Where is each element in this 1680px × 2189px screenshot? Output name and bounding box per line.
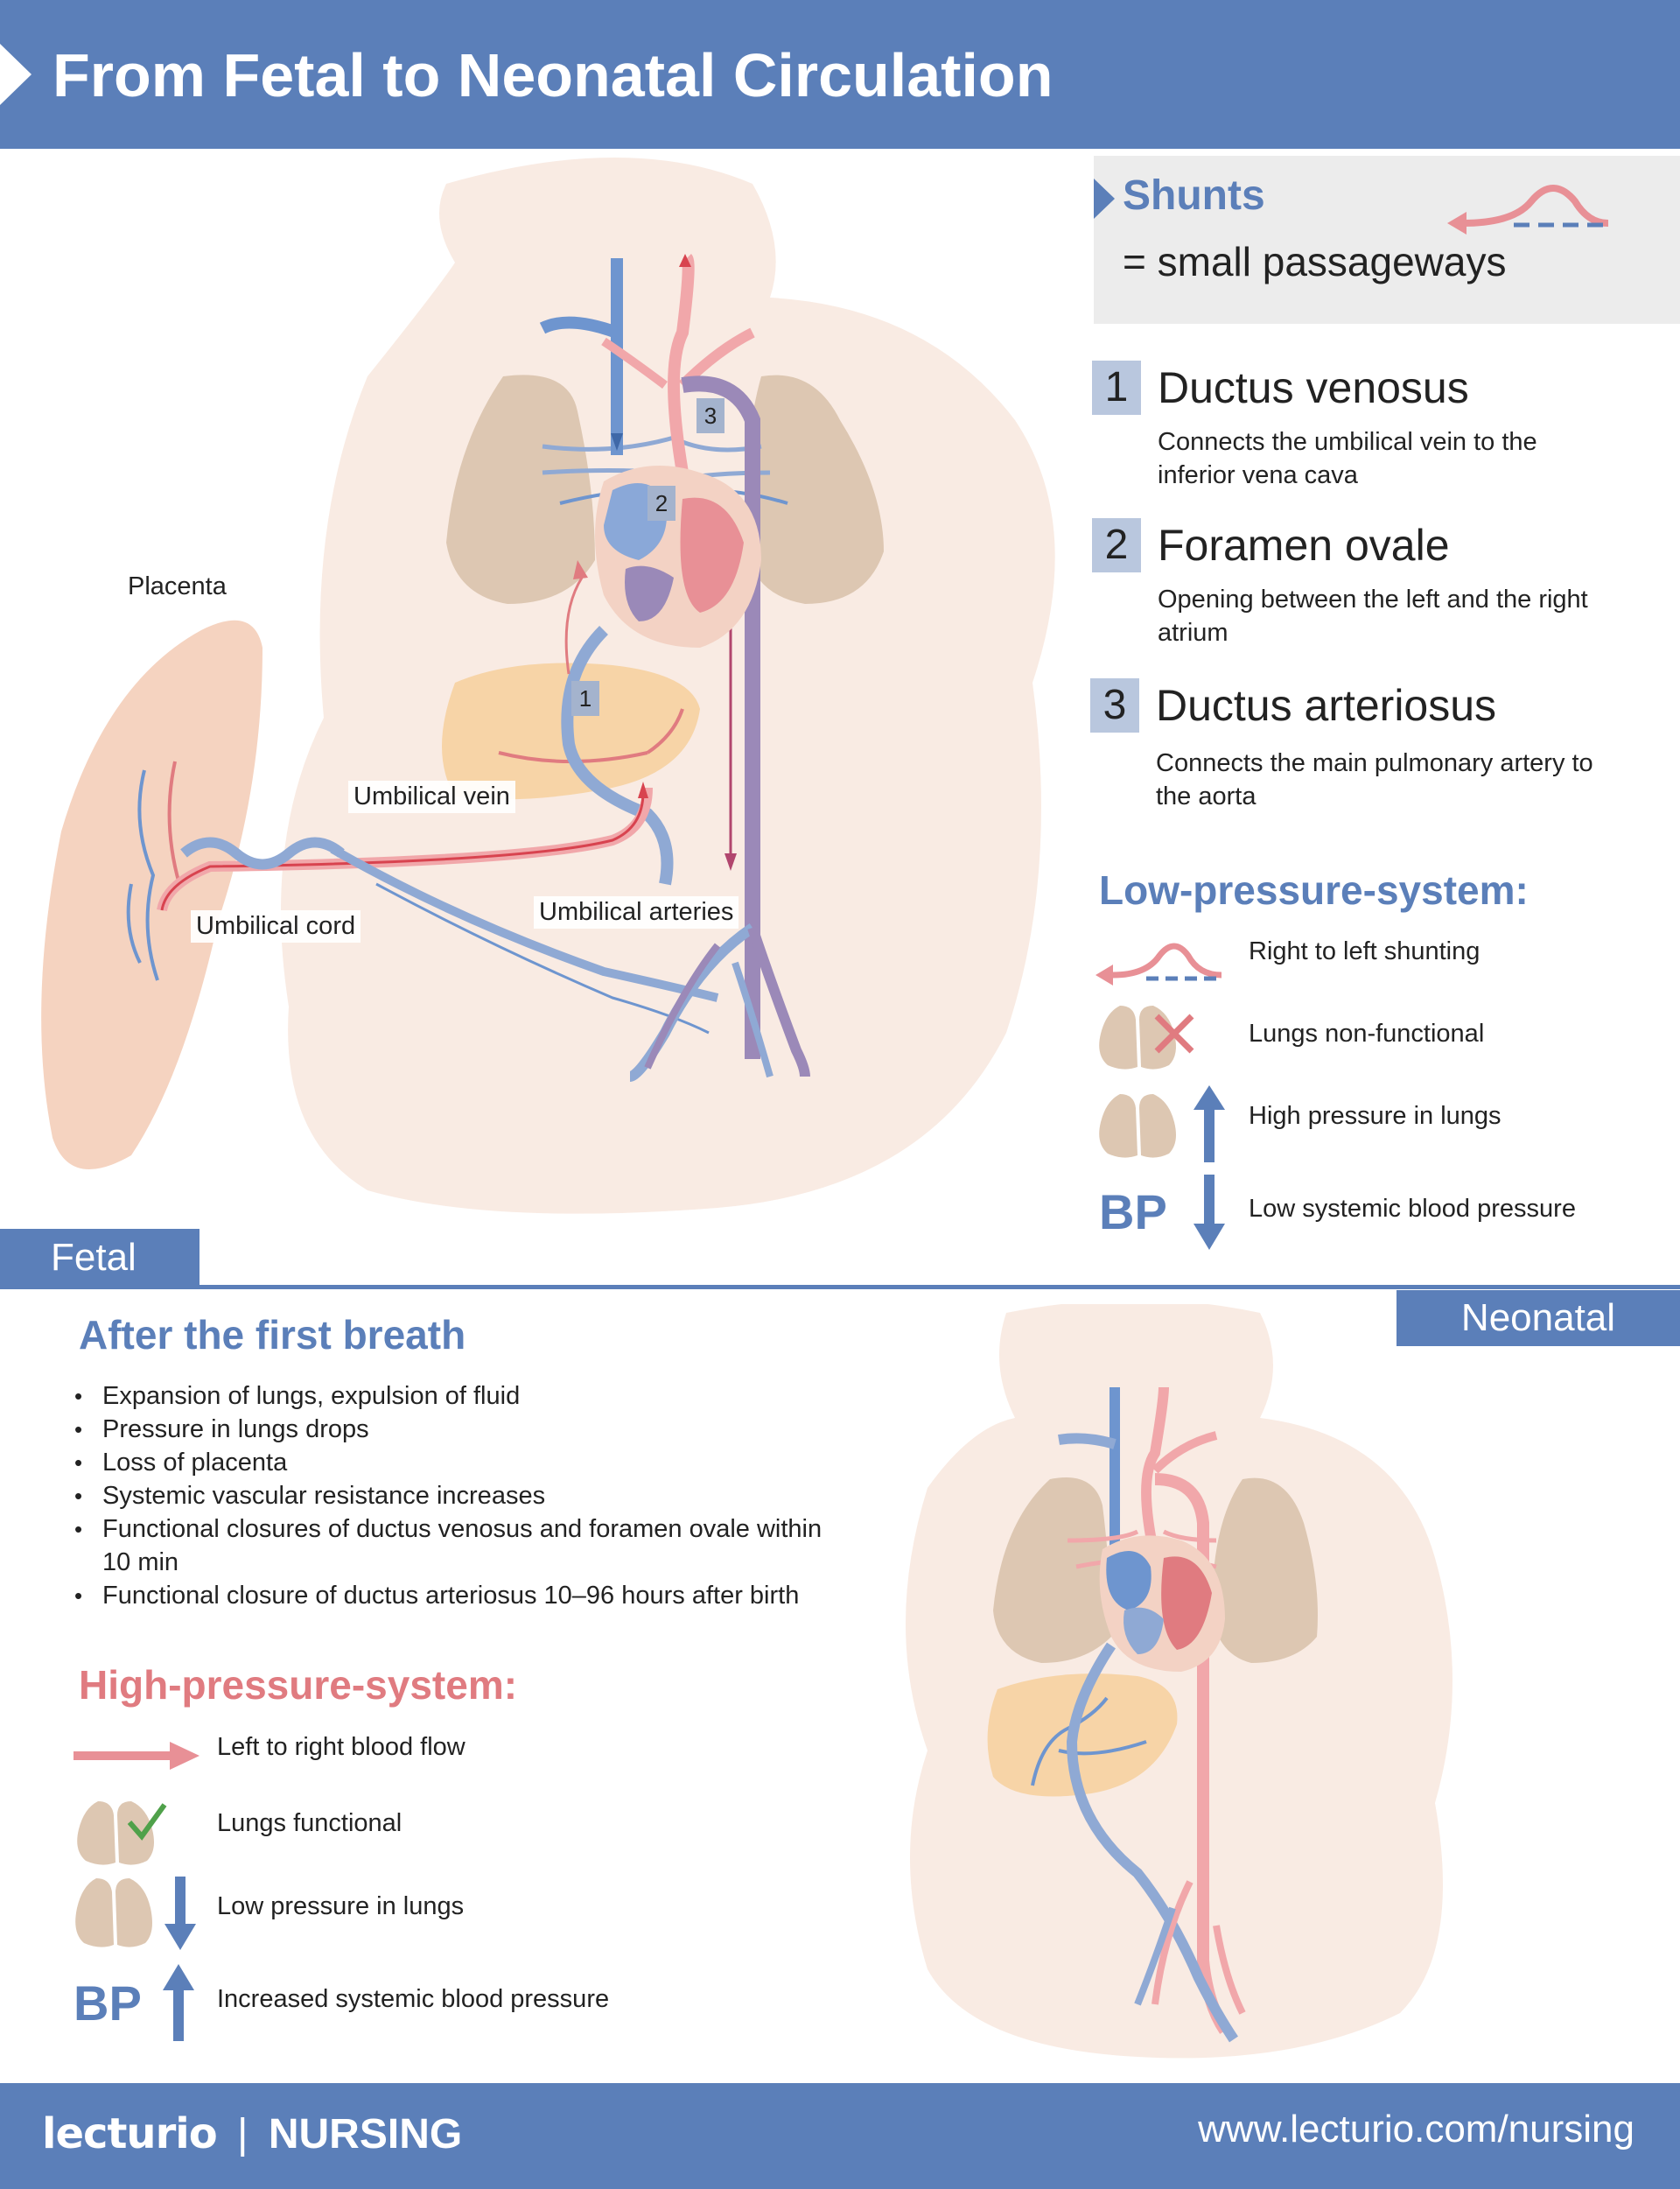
marker-foramen-ovale: 2 bbox=[648, 486, 676, 521]
neonatal-circulation-diagram bbox=[906, 1304, 1452, 2059]
list-item: Functional closures of ductus venosus an… bbox=[74, 1512, 829, 1579]
arrow-up-icon bbox=[163, 1964, 194, 2041]
shunts-chevron-icon bbox=[1094, 179, 1115, 219]
low-pressure-item-high-lung-pressure: High pressure in lungs bbox=[1249, 1102, 1502, 1130]
brand-product: NURSING bbox=[268, 2111, 463, 2157]
shunts-box bbox=[1094, 156, 1680, 324]
number-badge-3: 3 bbox=[1090, 678, 1139, 733]
list-item: Functional closure of ductus arteriosus … bbox=[74, 1579, 888, 1612]
number-badge-1: 1 bbox=[1092, 361, 1141, 415]
high-pressure-item-flow: Left to right blood flow bbox=[217, 1733, 466, 1761]
lecturio-logo: lecturio bbox=[42, 2109, 218, 2158]
def-title-ductus-arteriosus: Ductus arteriosus bbox=[1156, 681, 1497, 730]
number-badge-2: 2 bbox=[1092, 518, 1141, 572]
label-placenta: Placenta bbox=[128, 572, 227, 600]
def-desc-ductus-venosus: Connects the umbilical vein to the infer… bbox=[1158, 428, 1537, 489]
brand: lecturio | NURSING bbox=[42, 2109, 462, 2158]
tab-fetal: Fetal bbox=[0, 1229, 200, 1287]
low-pressure-item-low-bp: Low systemic blood pressure bbox=[1249, 1195, 1576, 1223]
right-lung-shape bbox=[744, 375, 884, 604]
low-pressure-item-shunting: Right to left shunting bbox=[1249, 937, 1480, 965]
list-item: Loss of placenta bbox=[74, 1446, 888, 1479]
header-chevron-icon bbox=[0, 44, 32, 105]
shunt-arrow-icon bbox=[1447, 185, 1609, 235]
high-pressure-lungs-icon bbox=[1099, 1085, 1225, 1162]
high-pressure-title: High-pressure-system: bbox=[79, 1662, 518, 1708]
shunts-title: Shunts bbox=[1123, 172, 1265, 219]
def-desc-ductus-arteriosus: Connects the main pulmonary artery to th… bbox=[1156, 749, 1593, 810]
footer-url-link[interactable]: www.lecturio.com/nursing bbox=[1198, 2108, 1634, 2150]
arrow-down-icon bbox=[1194, 1175, 1225, 1250]
def-desc-foramen-ovale: Opening between the left and the right a… bbox=[1158, 586, 1588, 647]
def-title-foramen-ovale: Foramen ovale bbox=[1158, 521, 1450, 570]
brand-separator: | bbox=[237, 2111, 248, 2157]
high-pressure-bp-label: BP bbox=[74, 1975, 142, 2031]
low-pressure-bp-label: BP bbox=[1099, 1184, 1167, 1239]
high-pressure-item-low-lung-pressure: Low pressure in lungs bbox=[217, 1892, 465, 1920]
left-to-right-arrow-icon bbox=[74, 1742, 200, 1770]
footer-bar bbox=[0, 2083, 1680, 2189]
marker-ductus-arteriosus: 3 bbox=[696, 398, 724, 433]
page-title: From Fetal to Neonatal Circulation bbox=[52, 41, 1054, 109]
section-divider bbox=[0, 1285, 1680, 1289]
marker-ductus-venosus: 1 bbox=[571, 681, 599, 716]
after-breath-list: Expansion of lungs, expulsion of fluid P… bbox=[74, 1379, 888, 1612]
list-item: Expansion of lungs, expulsion of fluid bbox=[74, 1379, 888, 1413]
lungs-non-functional-icon bbox=[1099, 1006, 1194, 1070]
low-pressure-title: Low-pressure-system: bbox=[1099, 867, 1529, 913]
header-bar bbox=[0, 0, 1680, 149]
label-umbilical-cord: Umbilical cord bbox=[191, 910, 361, 943]
low-pressure-item-lungs: Lungs non-functional bbox=[1249, 1020, 1485, 1048]
shunts-definition: = small passageways bbox=[1123, 239, 1507, 284]
def-title-ductus-venosus: Ductus venosus bbox=[1158, 363, 1469, 412]
right-to-left-shunt-icon bbox=[1096, 943, 1222, 986]
label-umbilical-arteries: Umbilical arteries bbox=[534, 896, 739, 929]
list-item: Systemic vascular resistance increases bbox=[74, 1479, 888, 1512]
label-umbilical-vein: Umbilical vein bbox=[348, 781, 515, 813]
fetal-circulation-diagram bbox=[41, 158, 1055, 1214]
after-breath-title: After the first breath bbox=[79, 1312, 466, 1358]
high-pressure-item-high-bp: Increased systemic blood pressure bbox=[217, 1985, 610, 2013]
high-pressure-item-lungs: Lungs functional bbox=[217, 1809, 402, 1837]
lungs-functional-icon bbox=[77, 1801, 167, 1865]
list-item: Pressure in lungs drops bbox=[74, 1413, 888, 1446]
left-lung-shape bbox=[446, 375, 595, 604]
low-pressure-lungs-icon bbox=[75, 1877, 196, 1950]
placenta-shape bbox=[41, 620, 263, 1169]
tab-neonatal: Neonatal bbox=[1396, 1290, 1680, 1346]
